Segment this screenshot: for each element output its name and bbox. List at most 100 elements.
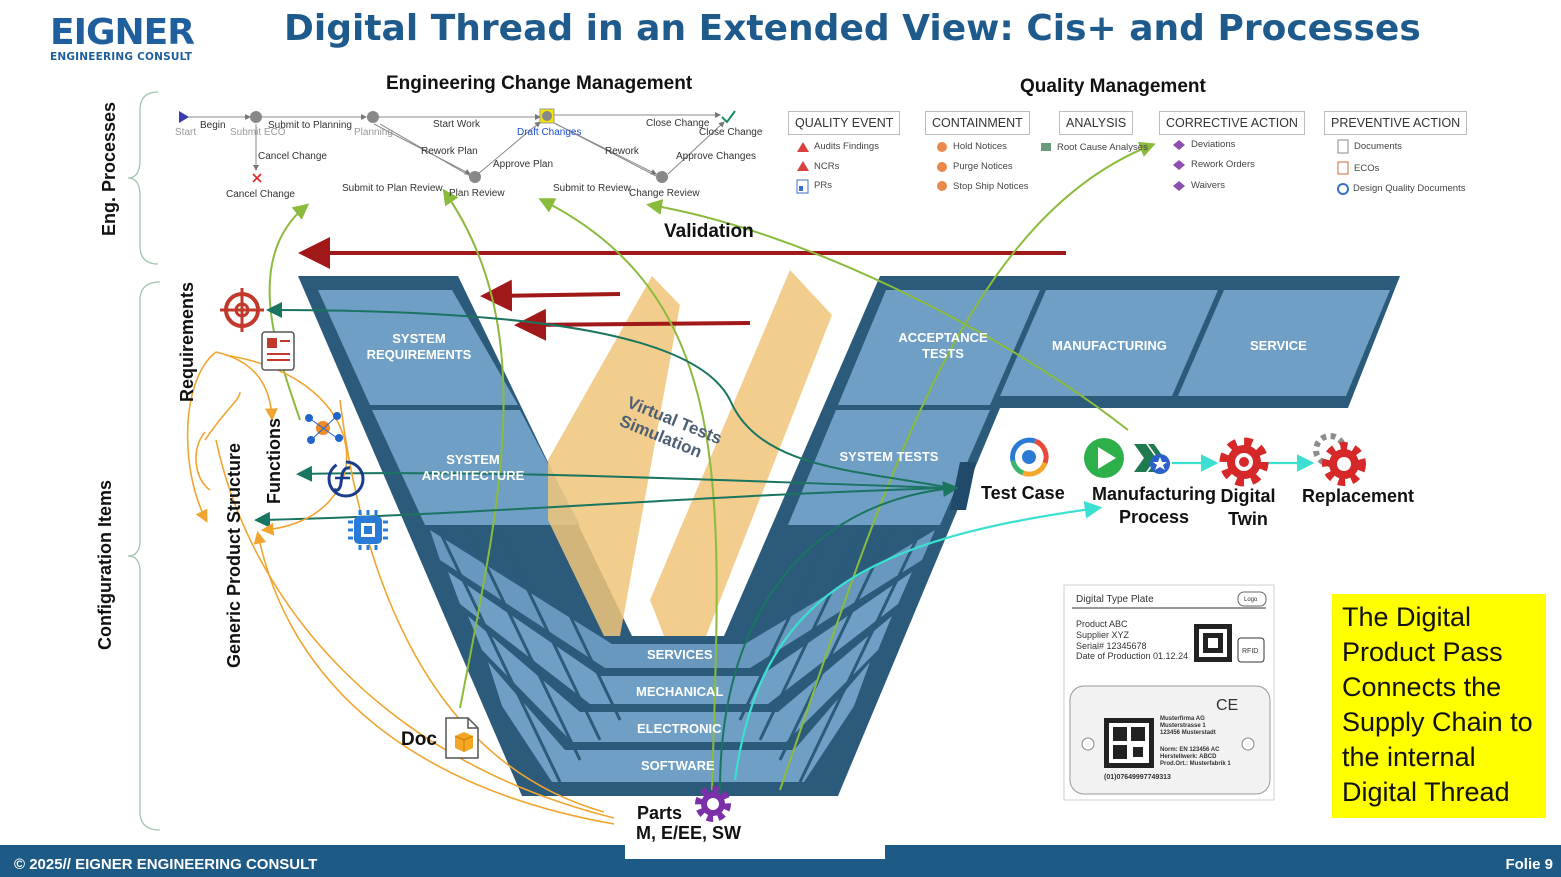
- cell-acceptance-tests: [838, 290, 1040, 405]
- ecm-title: Engineering Change Management: [386, 73, 693, 94]
- label-system-tests: SYSTEM TESTS: [839, 449, 939, 464]
- configuration-items-brace: [127, 281, 161, 831]
- ecm-transition-start-work: Start Work: [433, 119, 481, 130]
- ecm-transition-close-change-2: Close Change: [699, 127, 763, 138]
- qm-item: NCRs: [814, 161, 840, 172]
- validation-arrows: [298, 237, 1066, 341]
- type-plate-plate-line: Herstellwerk: ABCD: [1160, 754, 1217, 760]
- qm-item: Documents: [1354, 141, 1403, 152]
- qm-item: Design Quality Documents: [1353, 183, 1466, 194]
- qm-box-corrective-action: CORRECTIVE ACTION: [1159, 111, 1305, 135]
- type-plate-line: Serial# 12345678: [1076, 641, 1147, 651]
- requirements-label: Requirements: [177, 281, 197, 402]
- cell-system-requirements: [318, 290, 518, 405]
- band-label-software: SOFTWARE: [641, 758, 715, 773]
- type-plate-ce: CE: [1216, 697, 1239, 714]
- qm-box-quality-event: QUALITY EVENT: [788, 111, 901, 135]
- type-plate-line: Supplier XYZ: [1076, 630, 1130, 640]
- qm-item: Deviations: [1191, 139, 1236, 150]
- label-service: SERVICE: [1250, 338, 1307, 353]
- ecm-node-plan-review: Plan Review: [449, 188, 505, 199]
- ecm-workflow: [186, 112, 725, 177]
- band-label-mechanical: MECHANICAL: [636, 684, 724, 699]
- ecm-transition-submit-to-review: Submit to Review: [553, 183, 631, 194]
- qm-box-containment: CONTAINMENT: [925, 111, 1030, 135]
- qm-item: Purge Notices: [953, 161, 1013, 172]
- ecm-transition-submit-to-plan-review: Submit to Plan Review: [342, 183, 443, 194]
- label-acceptance-tests: ACCEPTANCE TESTS: [898, 330, 988, 361]
- ecm-node-draft-changes: Draft Changes: [517, 127, 582, 138]
- type-plate-rfid: RFID: [1242, 648, 1259, 655]
- ecm-node-submit-eco: Submit ECO: [230, 127, 286, 138]
- footer-gap: [625, 845, 885, 859]
- cell-service: [1178, 290, 1390, 396]
- virtual-tests-bands: [548, 270, 832, 636]
- teal-arrows: [254, 302, 959, 791]
- band-label-services: SERVICES: [647, 647, 713, 662]
- digital-twin-label: Digital Twin: [1220, 486, 1276, 529]
- ecm-transition-submit-to-planning: Submit to Planning: [268, 120, 352, 131]
- type-plate-logo: Logo: [1244, 597, 1258, 603]
- validation-label: Validation: [664, 221, 754, 242]
- qm-item: Hold Notices: [953, 141, 1007, 152]
- footer-copyright: © 2025// EIGNER ENGINEERING CONSULT: [14, 856, 318, 873]
- qm-item: PRs: [814, 180, 832, 191]
- qm-item: ECOs: [1354, 163, 1380, 174]
- qm-item: Root Cause Analyses: [1057, 142, 1148, 153]
- ecm-transition-approve-changes: Approve Changes: [676, 151, 757, 162]
- qm-item: Stop Ship Notices: [953, 181, 1029, 192]
- company-logo: EIGNER: [50, 12, 195, 53]
- type-plate-plate-line: 123456 Musterstadt: [1160, 730, 1216, 736]
- qm-title: Quality Management: [1020, 76, 1206, 97]
- slide-title: Digital Thread in an Extended View: Cis+…: [284, 8, 1421, 49]
- cell-system-tests: [788, 410, 990, 525]
- configuration-items-label: Configuration Items: [95, 480, 115, 650]
- ecm-node-cancel-change: Cancel Change: [226, 189, 295, 200]
- qm-box-analysis: ANALYSIS: [1059, 111, 1134, 135]
- parts-label: Parts: [637, 803, 683, 823]
- qm-item: Rework Orders: [1191, 159, 1255, 170]
- cyan-arrows: [733, 454, 1315, 781]
- ecm-nodes: [179, 108, 736, 183]
- type-plate-code: (01)07649997749313: [1104, 774, 1171, 781]
- ecm-transition-rework: Rework: [605, 146, 639, 157]
- ecm-transition-rework-plan: Rework Plan: [421, 146, 478, 157]
- ecm-node-change-review: Change Review: [629, 188, 700, 199]
- cell-manufacturing: [1000, 290, 1218, 396]
- eng-processes-label: Eng. Processes: [99, 101, 119, 236]
- type-plate-plate-line: Musterfirma AG: [1160, 716, 1205, 722]
- ecm-transition-close-change: Close Change: [646, 118, 710, 129]
- test-case-label: Test Case: [981, 483, 1065, 503]
- manufacturing-process-label: Manufacturing Process: [1092, 484, 1216, 527]
- band-software: [488, 662, 870, 782]
- replacement-label: Replacement: [1302, 486, 1415, 506]
- company-logo-subtitle: ENGINEERING CONSULT: [50, 51, 193, 63]
- doc-label: Doc: [401, 729, 437, 750]
- eng-processes-brace: [127, 91, 159, 265]
- type-plate-plate-line: Prod.Ort.: Musterfabrik 1: [1160, 761, 1231, 767]
- qm-box-preventive-action: PREVENTIVE ACTION: [1324, 111, 1468, 135]
- type-plate-title: Digital Type Plate: [1076, 594, 1154, 605]
- digital-type-plate-card: [1063, 584, 1275, 801]
- ecm-transition-begin: Begin: [200, 120, 226, 131]
- label-system-architecture: SYSTEM ARCHITECTURE: [421, 452, 525, 483]
- digital-product-pass-callout: The Digital Product Pass Connects the Su…: [1332, 594, 1546, 818]
- band-electronic: [468, 616, 892, 742]
- ecm-transition-approve-plan: Approve Plan: [493, 159, 554, 170]
- ecm-node-start: Start: [175, 127, 197, 138]
- label-system-requirements: SYSTEM REQUIREMENTS: [366, 331, 472, 362]
- qm-item: Audits Findings: [814, 141, 879, 152]
- functions-label: Functions: [264, 418, 284, 504]
- band-services: [430, 530, 935, 668]
- band-mechanical: [448, 572, 912, 704]
- label-manufacturing: MANUFACTURING: [1052, 338, 1167, 353]
- parts-sub-label: M, E/EE, SW: [636, 823, 742, 843]
- band-label-electronic: ELECTRONIC: [637, 721, 722, 736]
- type-plate-plate-line: Musterstrasse 1: [1160, 723, 1206, 729]
- v-model: [298, 276, 1400, 796]
- cell-system-architecture: [372, 410, 580, 525]
- footer-page-number: Folie 9: [1505, 856, 1553, 873]
- ecm-node-planning: Planning: [354, 127, 393, 138]
- ecm-transition-cancel-change: Cancel Change: [258, 151, 327, 162]
